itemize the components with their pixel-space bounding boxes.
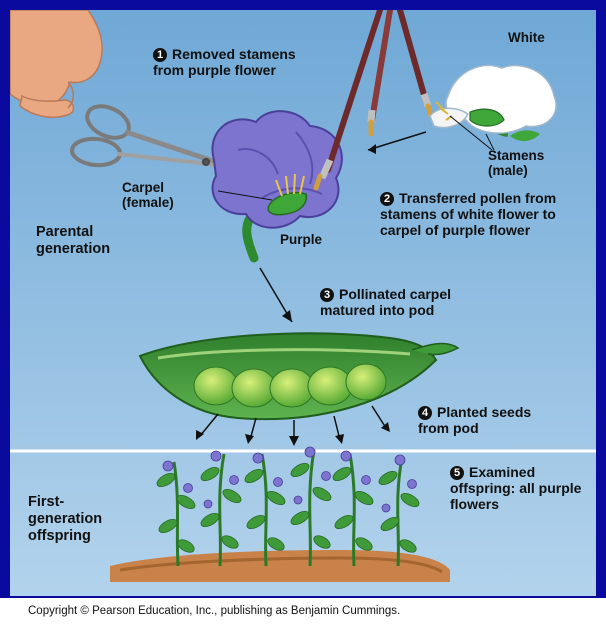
step-1-number: 1 — [153, 48, 167, 62]
step-3-number: 3 — [320, 288, 334, 302]
first-generation-label: First-generation offspring — [28, 494, 128, 545]
carpel-label: Carpel (female) — [122, 180, 192, 210]
step-3-text: Pollinated carpel matured into pod — [320, 286, 451, 318]
step-4-text: Planted seeds from pod — [418, 404, 531, 436]
white-label: White — [508, 30, 545, 45]
copyright-notice: Copyright © Pearson Education, Inc., pub… — [0, 598, 606, 624]
stamens-label: Stamens (male) — [488, 148, 568, 178]
step-2-text: Transferred pollen from stamens of white… — [380, 190, 556, 238]
step-4-number: 4 — [418, 406, 432, 420]
purple-label: Purple — [280, 232, 322, 247]
parental-generation-label: Parental generation — [36, 224, 156, 258]
step-1-text: Removed stamens from purple flower — [153, 46, 296, 78]
step-5-number: 5 — [450, 466, 464, 480]
step-2-number: 2 — [380, 192, 394, 206]
step-5-text: Examined offspring: all purple flowers — [450, 464, 581, 512]
